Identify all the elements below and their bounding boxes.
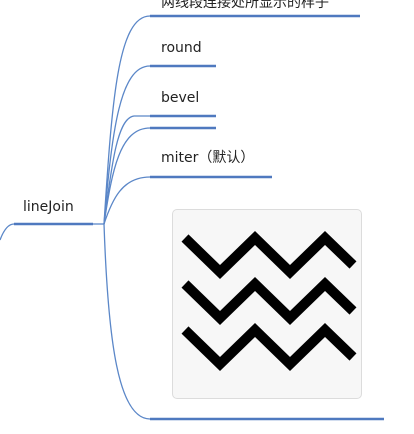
zigzag-line-3: [181, 323, 357, 371]
connector-branch-4: [103, 127, 151, 225]
connector-branch-6: [103, 223, 151, 420]
connector-branch-1: [103, 15, 151, 225]
connector-branch-2: [103, 65, 151, 225]
branch-bevel-label[interactable]: bevel: [161, 90, 200, 106]
branch-round-label[interactable]: round: [161, 40, 202, 56]
branch-description-label[interactable]: 两线段连接处所显示的样子: [161, 0, 329, 11]
miter-zigzag-illustration-icon: [181, 231, 357, 371]
zigzag-line-1: [181, 231, 357, 279]
root-node-label[interactable]: lineJoin: [23, 199, 74, 215]
connector-parent: [0, 223, 15, 241]
branch-image-card[interactable]: [172, 209, 362, 399]
connector-branch-5: [103, 176, 151, 225]
branch-miter-label[interactable]: miter（默认）: [161, 150, 255, 166]
connector-branch-3: [103, 115, 150, 225]
zigzag-line-2: [181, 277, 357, 325]
